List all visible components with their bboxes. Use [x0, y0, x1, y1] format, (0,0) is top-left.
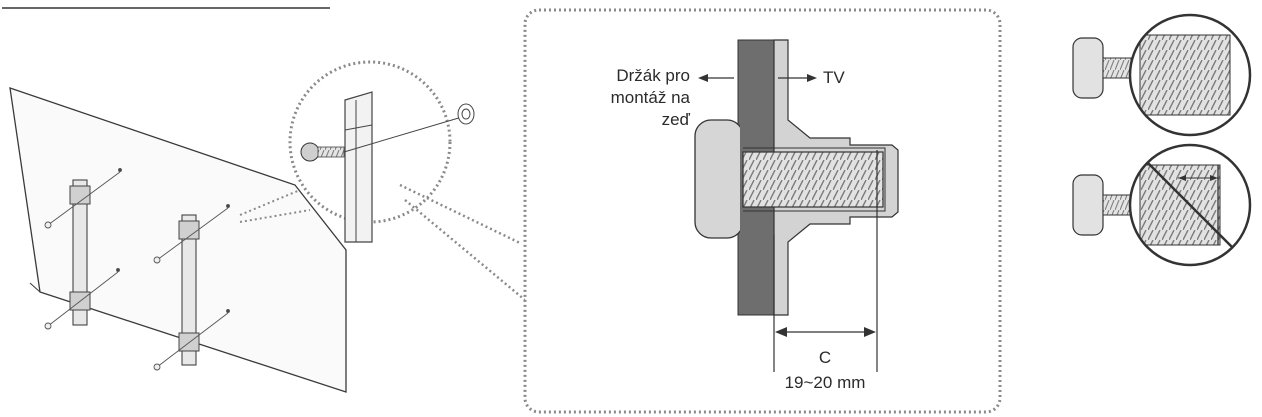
- screw-head-icon: [300, 142, 320, 162]
- prohibited-slash-icon: [1147, 162, 1233, 248]
- tv-back-panel: [9, 87, 347, 393]
- mount-screws: [44, 168, 230, 371]
- screw-incorrect-example: [1072, 143, 1252, 267]
- screw-head-section: [694, 119, 744, 239]
- screw-correct-example: [1072, 13, 1252, 137]
- cross-section-detail: [523, 8, 1002, 414]
- dimension-letter: C: [818, 348, 832, 367]
- dimension-value: 19~20 mm: [784, 373, 866, 392]
- bracket-label-line3: zeď: [661, 110, 690, 129]
- tv-label: TV: [823, 68, 845, 87]
- bracket-label-line1: Držák pro: [616, 66, 690, 85]
- bracket-label-line2: montáž na: [610, 88, 690, 107]
- screw-shaft-section: [742, 151, 884, 208]
- magnify-circle: [288, 60, 526, 301]
